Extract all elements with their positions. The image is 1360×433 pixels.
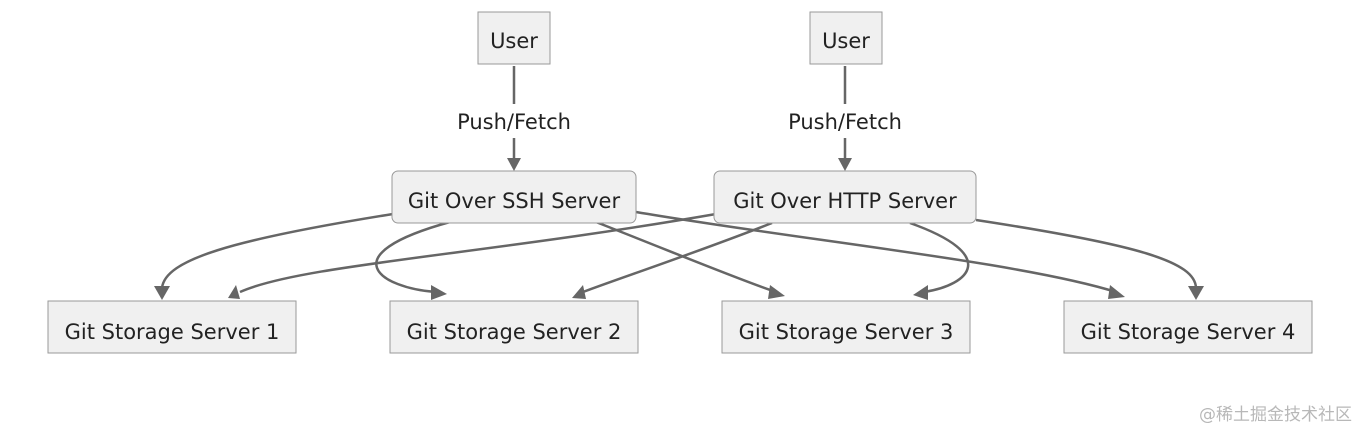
user-node-1: User [477, 11, 551, 65]
storage-server-4-label: Git Storage Server 4 [1081, 320, 1296, 344]
storage-server-4-node: Git Storage Server 4 [1063, 300, 1313, 354]
edge-label-user-1: Push/Fetch [446, 104, 582, 138]
edge-ssh-to-storage-2 [375, 220, 451, 300]
watermark-text: @稀土掘金技术社区 [1199, 405, 1352, 425]
storage-server-3-label: Git Storage Server 3 [739, 320, 954, 344]
storage-server-1-node: Git Storage Server 1 [47, 300, 297, 354]
edge-http-to-storage-1 [228, 212, 717, 299]
user-node-2-label: User [822, 29, 870, 53]
storage-server-3-node: Git Storage Server 3 [721, 300, 971, 354]
edge-label-user-2: Push/Fetch [777, 104, 913, 138]
edge-label-user-2-text: Push/Fetch [788, 110, 902, 134]
edge-http-to-storage-4 [975, 218, 1204, 300]
http-server-node: Git Over HTTP Server [713, 170, 977, 224]
edge-http-to-storage-2 [572, 221, 773, 299]
storage-server-1-label: Git Storage Server 1 [65, 320, 280, 344]
edge-http-to-storage-3 [909, 221, 970, 300]
ssh-server-node: Git Over SSH Server [391, 170, 637, 224]
edge-ssh-to-storage-3 [595, 220, 785, 299]
user-node-1-label: User [490, 29, 538, 53]
ssh-server-label: Git Over SSH Server [408, 189, 621, 213]
edge-ssh-to-storage-4 [635, 210, 1125, 299]
http-server-label: Git Over HTTP Server [733, 189, 957, 213]
user-node-2: User [809, 11, 883, 65]
edge-ssh-to-storage-1 [154, 212, 394, 300]
edge-label-user-1-text: Push/Fetch [457, 110, 571, 134]
storage-server-2-label: Git Storage Server 2 [407, 320, 622, 344]
storage-server-2-node: Git Storage Server 2 [389, 300, 639, 354]
